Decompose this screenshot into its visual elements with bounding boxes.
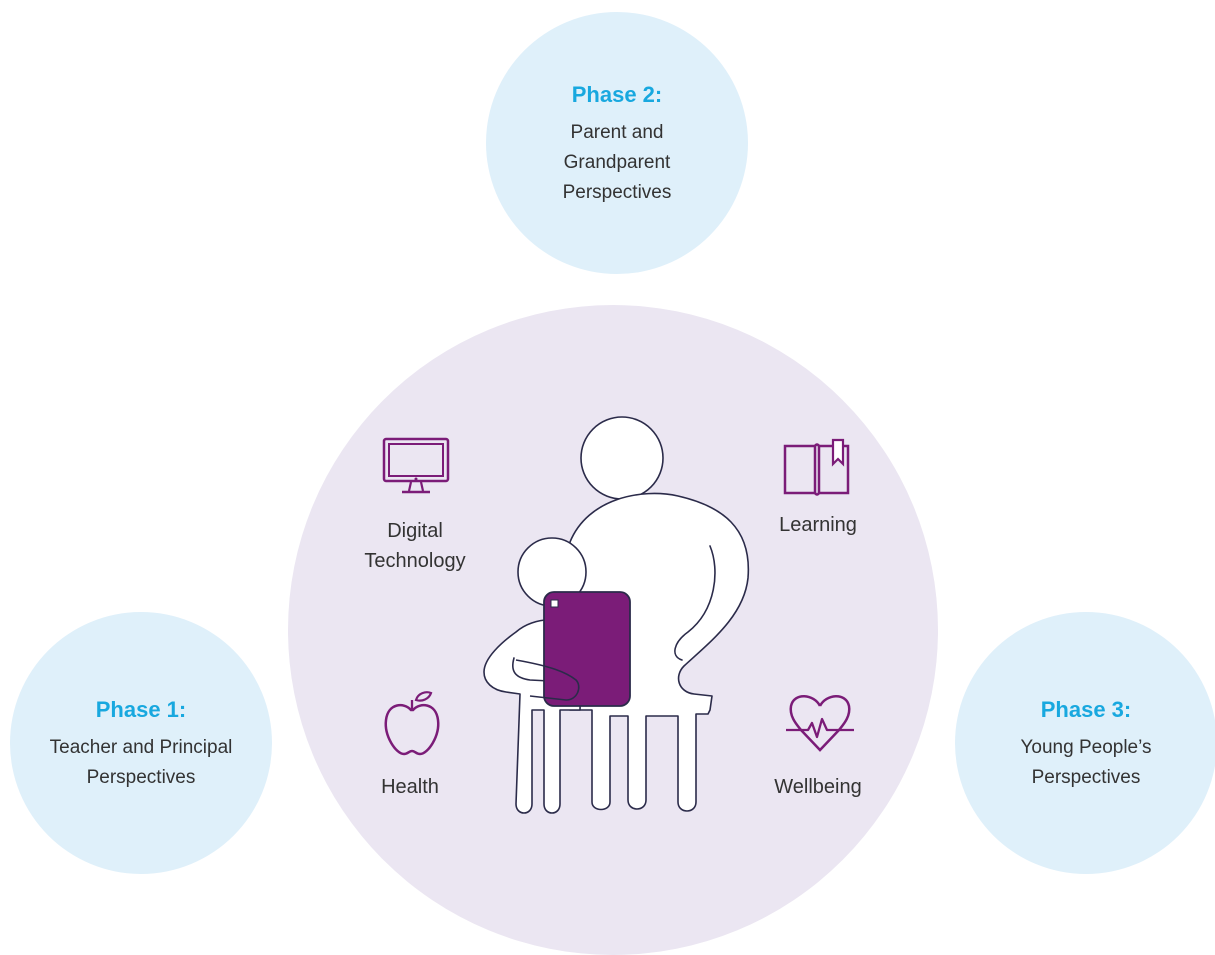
phase-1-text: Phase 1: Teacher and Principal Perspecti… [10, 697, 272, 793]
adult-arm-inner [674, 545, 716, 661]
adult-body [569, 492, 750, 812]
tablet [543, 591, 631, 707]
theme-digital-technology: Digital Technology [330, 516, 500, 576]
phase-1-line-1: Teacher and Principal [49, 737, 233, 758]
phase-3-line-1: Young People’s [1020, 737, 1152, 758]
phase-2-text: Phase 2: Parent and Grandparent Perspect… [486, 82, 748, 208]
phase-3-circle [955, 612, 1215, 874]
adult-child-tablet-illustration [483, 416, 750, 814]
phase-2-title: Phase 2: [571, 82, 663, 107]
theme-digital-line-1: Digital [387, 520, 443, 542]
phase-1-circle [10, 612, 272, 874]
phase-1-line-2: Perspectives [86, 767, 196, 788]
theme-health: Health [340, 772, 480, 802]
book-icon [783, 438, 850, 496]
theme-digital-line-2: Technology [364, 550, 466, 572]
theme-wellbeing-label: Wellbeing [774, 776, 862, 798]
adult-head [580, 416, 664, 500]
phase-2-line-3: Perspectives [562, 182, 672, 203]
phase-2-line-2: Grandparent [563, 152, 671, 173]
theme-learning: Learning [748, 510, 888, 540]
phase-3-title: Phase 3: [1040, 697, 1132, 722]
tablet-camera [550, 599, 559, 608]
apple-icon [384, 691, 440, 756]
child-arm [512, 657, 571, 683]
phase-3-line-2: Perspectives [1031, 767, 1141, 788]
theme-learning-label: Learning [779, 514, 857, 536]
phase-1-title: Phase 1: [95, 697, 187, 722]
heartbeat-icon [786, 695, 854, 752]
phase-3-text: Phase 3: Young People’s Perspectives [955, 697, 1215, 793]
monitor-icon [382, 437, 450, 494]
theme-health-label: Health [381, 776, 439, 798]
child-hand [515, 659, 580, 701]
phase-2-line-1: Parent and [570, 122, 664, 143]
phase-2-circle [486, 12, 748, 274]
theme-wellbeing: Wellbeing [748, 772, 888, 802]
